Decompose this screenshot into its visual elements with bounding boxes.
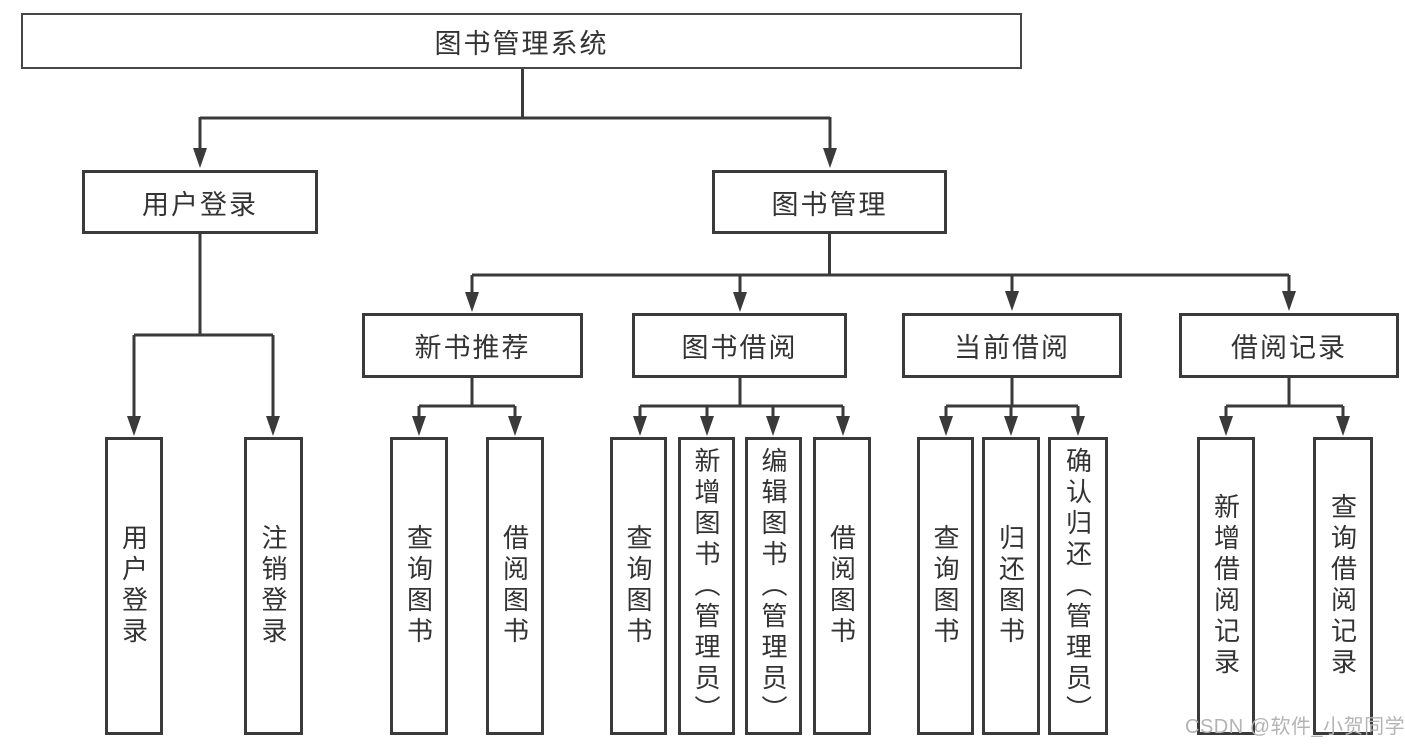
leaf-br-query-record-label: 查询借阅记录 bbox=[1327, 493, 1358, 679]
leaf-nb-borrow-books: 借阅图书 bbox=[486, 437, 544, 735]
leaf-bb-query-books-label: 查询图书 bbox=[623, 524, 653, 648]
leaf-bb-borrow-books: 借阅图书 bbox=[813, 437, 871, 735]
leaf-nb-query-books: 查询图书 bbox=[390, 437, 448, 735]
node-user-login: 用户登录 bbox=[82, 170, 318, 234]
leaf-bb-borrow-books-label: 借阅图书 bbox=[826, 524, 857, 648]
leaf-br-query-record: 查询借阅记录 bbox=[1313, 437, 1373, 735]
leaf-cb-confirm-return-admin-label: 确认归还（管理员） bbox=[1062, 446, 1093, 726]
node-current-borrowing-label: 当前借阅 bbox=[954, 333, 1070, 363]
node-user-login-label: 用户登录 bbox=[142, 189, 258, 220]
leaf-logout: 注销登录 bbox=[244, 437, 303, 735]
leaf-cb-return-books: 归还图书 bbox=[982, 437, 1040, 735]
leaf-cb-query-books: 查询图书 bbox=[917, 437, 974, 735]
leaf-bb-edit-book-admin: 编辑图书（管理员） bbox=[745, 437, 802, 735]
leaf-bb-edit-book-admin-label: 编辑图书（管理员） bbox=[758, 446, 788, 726]
leaf-cb-return-books-label: 归还图书 bbox=[995, 524, 1026, 648]
node-current-borrowing: 当前借阅 bbox=[902, 313, 1122, 378]
leaf-logout-label: 注销登录 bbox=[258, 524, 288, 648]
leaf-bb-add-book-admin: 新增图书（管理员） bbox=[678, 437, 735, 735]
node-borrowing-records-label: 借阅记录 bbox=[1231, 333, 1347, 363]
node-book-borrowing-label: 图书借阅 bbox=[681, 333, 798, 363]
node-book-management: 图书管理 bbox=[712, 170, 947, 234]
leaf-user-login: 用户登录 bbox=[105, 437, 163, 735]
leaf-bb-query-books: 查询图书 bbox=[610, 437, 667, 735]
leaf-nb-borrow-books-label: 借阅图书 bbox=[499, 524, 530, 648]
leaf-br-add-record-label: 新增借阅记录 bbox=[1210, 493, 1241, 679]
node-root: 图书管理系统 bbox=[21, 13, 1022, 69]
node-new-book-recommendation: 新书推荐 bbox=[362, 313, 583, 378]
leaf-cb-confirm-return-admin: 确认归还（管理员） bbox=[1048, 437, 1108, 735]
node-borrowing-records: 借阅记录 bbox=[1179, 313, 1399, 378]
node-book-management-label: 图书管理 bbox=[771, 189, 888, 220]
leaf-user-login-label: 用户登录 bbox=[118, 524, 149, 648]
watermark: CSDN @软件_小贺同学 bbox=[1185, 716, 1405, 738]
leaf-cb-query-books-label: 查询图书 bbox=[930, 524, 960, 648]
node-book-borrowing: 图书借阅 bbox=[632, 313, 847, 378]
leaf-bb-add-book-admin-label: 新增图书（管理员） bbox=[691, 446, 721, 726]
node-root-label: 图书管理系统 bbox=[434, 28, 609, 59]
node-new-book-recommendation-label: 新书推荐 bbox=[414, 333, 531, 363]
leaf-br-add-record: 新增借阅记录 bbox=[1197, 437, 1255, 735]
leaf-nb-query-books-label: 查询图书 bbox=[403, 524, 434, 648]
